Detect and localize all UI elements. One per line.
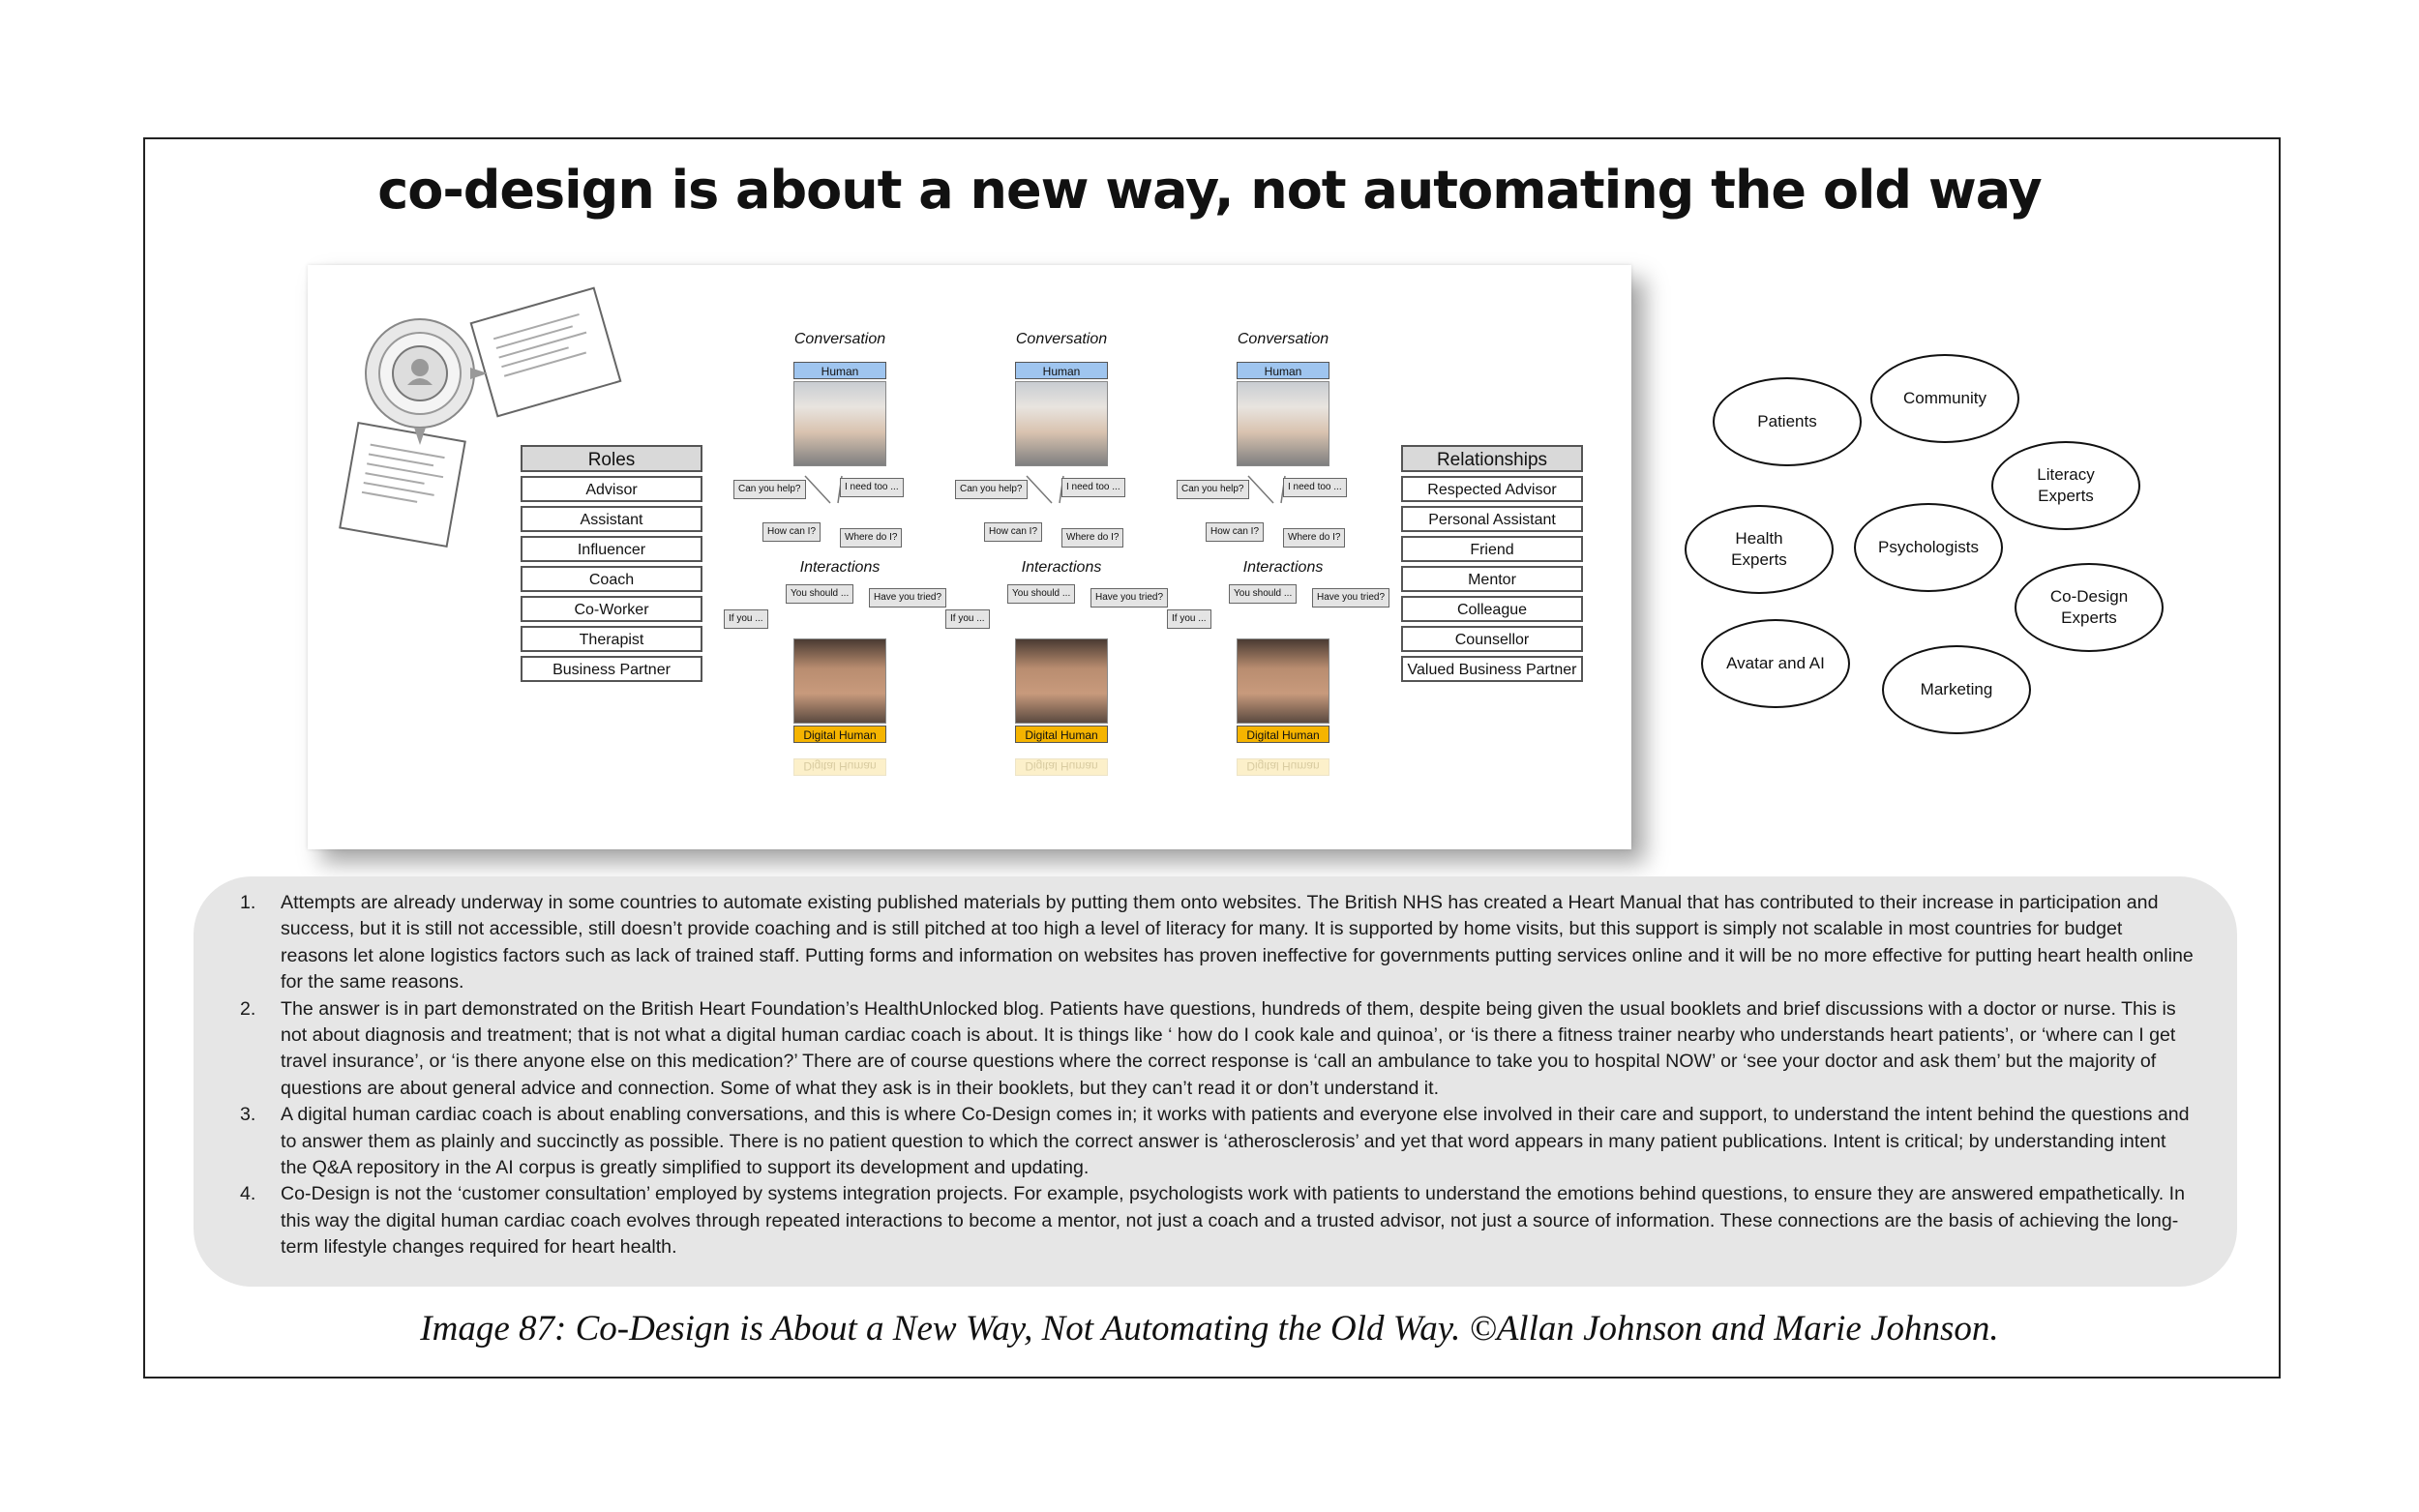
speech-bubble: Where do I?	[1061, 528, 1124, 548]
human-tag: Human	[1015, 362, 1108, 379]
speech-bubble: You should ...	[1007, 584, 1076, 604]
page-title: co-design is about a new way, not automa…	[377, 160, 2043, 221]
speech-bubble: If you ...	[945, 609, 990, 629]
stakeholder-avatar-and-ai: Avatar and AI	[1701, 619, 1850, 708]
diagram-panel: Roles Advisor Assistant Influencer Coach…	[308, 265, 1631, 849]
speech-bubble: How can I?	[1206, 522, 1265, 542]
role-item: Business Partner	[521, 656, 702, 682]
digital-human-tag: Digital Human	[1237, 726, 1329, 743]
note-text: Co-Design is not the ‘customer consultat…	[281, 1183, 2186, 1259]
speech-bubble: Have you tried?	[1312, 588, 1390, 608]
speech-bubble: You should ...	[1229, 584, 1298, 604]
speech-bubble: How can I?	[984, 522, 1043, 542]
speech-bubble: I need too ...	[1061, 478, 1125, 497]
document-icon	[339, 421, 466, 548]
notes-panel: 1. Attempts are already underway in some …	[194, 876, 2237, 1287]
relationship-item: Counsellor	[1401, 626, 1583, 652]
speech-bubble: You should ...	[786, 584, 854, 604]
relationship-item: Colleague	[1401, 596, 1583, 622]
speech-bubble: If you ...	[1167, 609, 1211, 629]
speech-bubble: Where do I?	[1283, 528, 1346, 548]
interactions-label: Interactions	[1242, 559, 1324, 576]
human-tag: Human	[793, 362, 886, 379]
relationship-item: Personal Assistant	[1401, 506, 1583, 532]
speech-bubble: Can you help?	[1177, 480, 1249, 499]
target-emblem-icon	[365, 318, 488, 445]
note-text: The answer is in part demonstrated on th…	[281, 997, 2176, 1099]
speech-bubble: I need too ...	[840, 478, 904, 497]
document-icon	[469, 286, 622, 418]
conversation-label: Conversation	[793, 331, 886, 347]
digital-human-reflection: Digital Human	[1015, 758, 1108, 776]
relationships-table: Relationships Respected Advisor Personal…	[1401, 445, 1583, 682]
stakeholder-health-experts: Health Experts	[1685, 505, 1834, 594]
roles-header: Roles	[521, 445, 702, 472]
stakeholder-patients: Patients	[1713, 377, 1862, 466]
interactions-label: Interactions	[1021, 559, 1102, 576]
role-item: Coach	[521, 566, 702, 592]
relationship-item: Valued Business Partner	[1401, 656, 1583, 682]
speech-bubble: If you ...	[724, 609, 768, 629]
speech-bubble: Have you tried?	[869, 588, 947, 608]
speech-bubble: Can you help?	[955, 480, 1028, 499]
role-item: Co-Worker	[521, 596, 702, 622]
human-portrait-image	[1237, 381, 1329, 466]
role-item: Assistant	[521, 506, 702, 532]
note-number: 4.	[240, 1183, 256, 1205]
note-item: 4. Co-Design is not the ‘customer consult…	[240, 1181, 2195, 1260]
notes-list: 1. Attempts are already underway in some …	[240, 890, 2195, 1261]
speech-bubble: How can I?	[762, 522, 821, 542]
note-number: 2.	[240, 997, 256, 1020]
speech-bubble: I need too ...	[1283, 478, 1347, 497]
human-portrait-image	[793, 381, 886, 466]
human-portrait-image	[1015, 381, 1108, 466]
note-number: 3.	[240, 1104, 256, 1126]
speech-bubble: Can you help?	[733, 480, 806, 499]
role-item: Advisor	[521, 476, 702, 502]
note-item: 1. Attempts are already underway in some …	[240, 890, 2195, 996]
conversation-label: Conversation	[1237, 331, 1329, 347]
relationships-header: Relationships	[1401, 445, 1583, 472]
interactions-label: Interactions	[799, 559, 881, 576]
stakeholder-co-design-experts: Co-Design Experts	[2015, 563, 2164, 652]
stakeholder-psychologists: Psychologists	[1854, 503, 2003, 592]
roles-table: Roles Advisor Assistant Influencer Coach…	[521, 445, 702, 682]
figure-caption: Image 87: Co-Design is About a New Way, …	[420, 1309, 1999, 1349]
stakeholder-literacy-experts: Literacy Experts	[1991, 441, 2140, 530]
role-item: Influencer	[521, 536, 702, 562]
note-text: A digital human cardiac coach is about e…	[281, 1104, 2190, 1179]
note-text: Attempts are already underway in some co…	[281, 892, 2194, 993]
digital-human-portrait-image	[1237, 638, 1329, 724]
digital-human-reflection: Digital Human	[793, 758, 886, 776]
role-item: Therapist	[521, 626, 702, 652]
human-tag: Human	[1237, 362, 1329, 379]
digital-human-tag: Digital Human	[793, 726, 886, 743]
stakeholder-marketing: Marketing	[1882, 645, 2031, 734]
speech-bubble: Have you tried?	[1090, 588, 1169, 608]
digital-human-reflection: Digital Human	[1237, 758, 1329, 776]
note-item: 3. A digital human cardiac coach is about…	[240, 1102, 2195, 1181]
note-item: 2. The answer is in part demonstrated on …	[240, 996, 2195, 1103]
note-number: 1.	[240, 892, 256, 913]
relationship-item: Friend	[1401, 536, 1583, 562]
stakeholder-community: Community	[1870, 354, 2019, 443]
conversation-label: Conversation	[1015, 331, 1108, 347]
digital-human-portrait-image	[1015, 638, 1108, 724]
digital-human-portrait-image	[793, 638, 886, 724]
relationship-item: Mentor	[1401, 566, 1583, 592]
digital-human-tag: Digital Human	[1015, 726, 1108, 743]
speech-bubble: Where do I?	[840, 528, 903, 548]
relationship-item: Respected Advisor	[1401, 476, 1583, 502]
diagram-decorations	[339, 286, 1286, 548]
